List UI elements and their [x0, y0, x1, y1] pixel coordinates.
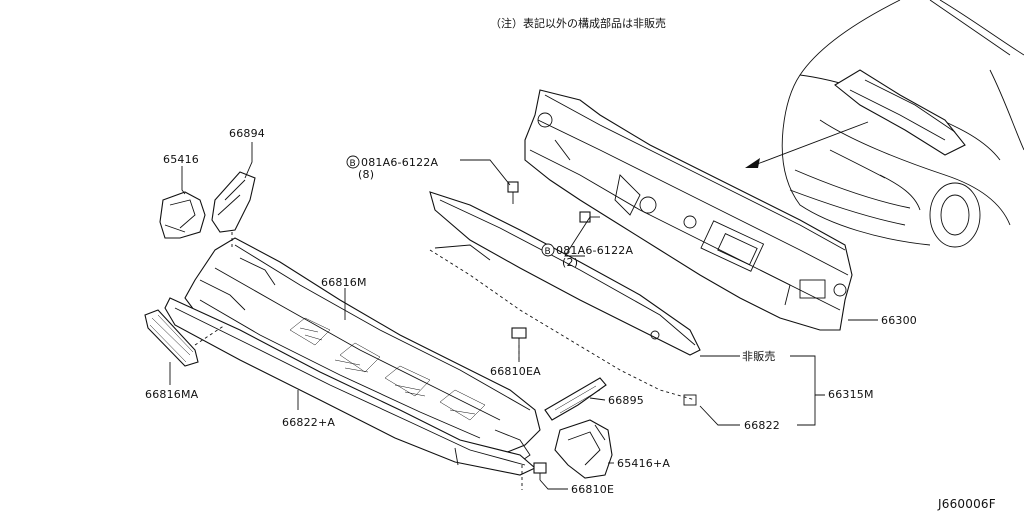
diagram-id: J660006F — [937, 497, 996, 511]
part-labels: 66894 65416 B 081A6-6122A (8) B 081A6-61… — [145, 127, 917, 496]
part-66822-seal-strip — [429, 191, 701, 406]
label-66810EA: 66810EA — [490, 365, 541, 378]
bolt-marker-circle-mid — [541, 243, 555, 257]
label-66816M: 66816M — [321, 276, 367, 289]
label-66300: 66300 — [881, 314, 917, 327]
part-66300-cowl-panel — [524, 89, 853, 331]
part-66816M-cowl-grille — [184, 237, 541, 463]
label-bolt-top-qty: (8) — [358, 168, 374, 181]
part-66810E-clip — [521, 462, 547, 490]
label-66895: 66895 — [608, 394, 644, 407]
label-66822A: 66822+A — [282, 416, 335, 429]
label-66315M: 66315M — [828, 388, 874, 401]
bolt-marker-mid: B — [545, 247, 551, 257]
part-66822A-lower-panel — [164, 297, 537, 476]
label-65416: 65416 — [163, 153, 199, 166]
car-illustration — [745, 0, 1024, 248]
part-65416-bracket — [159, 191, 206, 239]
label-66816MA: 66816MA — [145, 388, 199, 401]
diagram-note: （注）表記以外の構成部品は非販売 — [490, 16, 666, 30]
label-not-sold: 非販売 — [742, 350, 776, 363]
bolt-top — [507, 181, 600, 223]
part-66894-bracket — [211, 171, 256, 250]
leader-lines — [169, 142, 878, 490]
label-bolt-top: 081A6-6122A — [361, 156, 438, 169]
bolt-marker-top: B — [350, 159, 356, 169]
part-66895-trim — [544, 377, 607, 421]
part-65416A-bracket — [554, 419, 613, 479]
bolt-marker-circle-top — [346, 155, 360, 169]
label-65416A: 65416+A — [617, 457, 670, 470]
label-66810E: 66810E — [571, 483, 614, 496]
label-bolt-mid: 081A6-6122A — [556, 244, 633, 257]
label-bolt-mid-qty: (2) — [562, 256, 578, 269]
part-66816MA — [144, 309, 226, 367]
label-66894: 66894 — [229, 127, 265, 140]
label-66822: 66822 — [744, 419, 780, 432]
grille-mesh — [289, 317, 486, 421]
